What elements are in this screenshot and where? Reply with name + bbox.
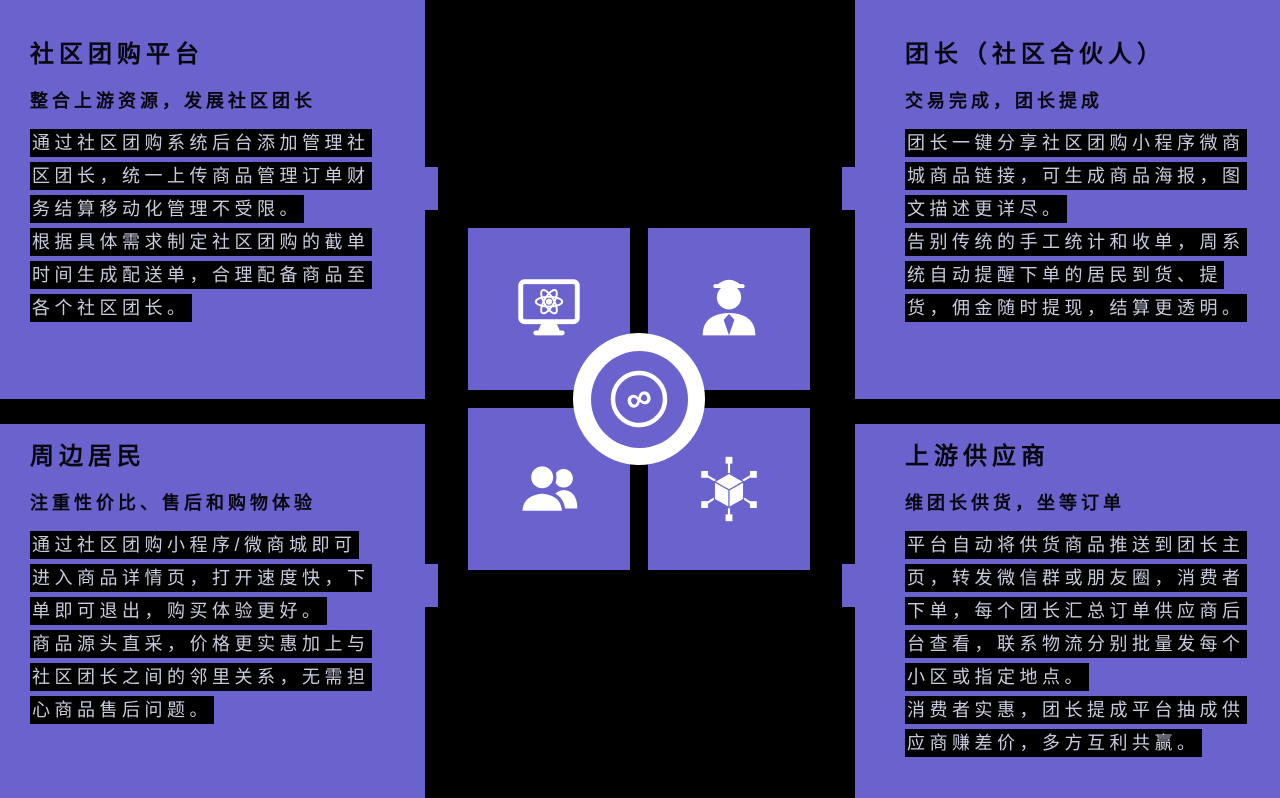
- paragraph-text: 团长一键分享社区团购小程序微商城商品链接，可生成商品海报，图文描述更详尽。: [905, 129, 1247, 223]
- panel-group-leader: 团长（社区合伙人） 交易完成，团长提成 团长一键分享社区团购小程序微商城商品链接…: [855, 0, 1280, 399]
- panel-paragraph: 团长一键分享社区团购小程序微商城商品链接，可生成商品海报，图文描述更详尽。: [905, 127, 1250, 226]
- paragraph-text: 消费者实惠，团长提成平台抽成供应商赚差价，多方互利共赢。: [905, 696, 1247, 757]
- hub-core: ∞: [590, 350, 688, 448]
- hub-symbol: ∞: [620, 374, 657, 421]
- tile-platform: [468, 228, 630, 390]
- paragraph-text: 通过社区团购小程序/微商城即可进入商品详情页，打开速度快，下单即可退出，购买体验…: [30, 531, 372, 625]
- panel-paragraph: 商品源头直采，价格更实惠加上与社区团长之间的邻里关系，无需担心商品售后问题。: [30, 628, 375, 727]
- panel-title: 社区团购平台: [30, 41, 204, 68]
- panel-subtitle: 交易完成，团长提成: [905, 91, 1103, 111]
- connector-tab-bottom-left: [425, 564, 438, 607]
- panel-subtitle: 整合上游资源，发展社区团长: [30, 91, 316, 111]
- hub-circle: ∞: [573, 333, 705, 465]
- paragraph-text: 根据具体需求制定社区团购的截单时间生成配送单，合理配备商品至各个社区团长。: [30, 228, 372, 322]
- panel-paragraph: 通过社区团购小程序/微商城即可进入商品详情页，打开速度快，下单即可退出，购买体验…: [30, 529, 375, 628]
- panel-residents: 周边居民 注重性价比、售后和购物体验 通过社区团购小程序/微商城即可进入商品详情…: [0, 424, 425, 798]
- supplier-network-box-icon: [701, 456, 757, 522]
- platform-monitor-atom-icon: [518, 279, 580, 336]
- panel-paragraph: 根据具体需求制定社区团购的截单时间生成配送单，合理配备商品至各个社区团长。: [30, 226, 375, 325]
- panel-paragraph: 消费者实惠，团长提成平台抽成供应商赚差价，多方互利共赢。: [905, 694, 1250, 760]
- panel-paragraph: 平台自动将供货商品推送到团长主页，转发微信群或朋友圈，消费者下单，每个团长汇总订…: [905, 529, 1250, 694]
- connector-tab-top-right: [842, 167, 855, 210]
- connector-tab-top-left: [425, 167, 438, 210]
- panel-community-platform: 社区团购平台 整合上游资源，发展社区团长 通过社区团购系统后台添加管理社区团长，…: [0, 0, 425, 399]
- panel-paragraph: 通过社区团购系统后台添加管理社区团长，统一上传商品管理订单财务结算移动化管理不受…: [30, 127, 375, 226]
- paragraph-text: 商品源头直采，价格更实惠加上与社区团长之间的邻里关系，无需担心商品售后问题。: [30, 630, 372, 724]
- hub-infinity-circle-icon: ∞: [610, 370, 668, 428]
- residents-group-icon: [519, 462, 578, 515]
- panel-subtitle: 注重性价比、售后和购物体验: [30, 493, 316, 513]
- panel-subtitle: 维团长供货，坐等订单: [905, 493, 1125, 513]
- panel-title: 周边居民: [30, 443, 146, 470]
- connector-tab-bottom-right: [842, 564, 855, 607]
- tile-leader: [648, 228, 810, 390]
- panel-supplier: 上游供应商 维团长供货，坐等订单 平台自动将供货商品推送到团长主页，转发微信群或…: [855, 424, 1280, 798]
- panel-title: 上游供应商: [905, 443, 1050, 470]
- paragraph-text: 告别传统的手工统计和收单，周系统自动提醒下单的居民到货、提货，佣金随时提现，结算…: [905, 228, 1247, 322]
- panel-title: 团长（社区合伙人）: [905, 41, 1166, 68]
- paragraph-text: 通过社区团购系统后台添加管理社区团长，统一上传商品管理订单财务结算移动化管理不受…: [30, 129, 372, 223]
- paragraph-text: 平台自动将供货商品推送到团长主页，转发微信群或朋友圈，消费者下单，每个团长汇总订…: [905, 531, 1247, 691]
- panel-paragraph: 告别传统的手工统计和收单，周系统自动提醒下单的居民到货、提货，佣金随时提现，结算…: [905, 226, 1250, 325]
- leader-person-icon: [702, 279, 756, 336]
